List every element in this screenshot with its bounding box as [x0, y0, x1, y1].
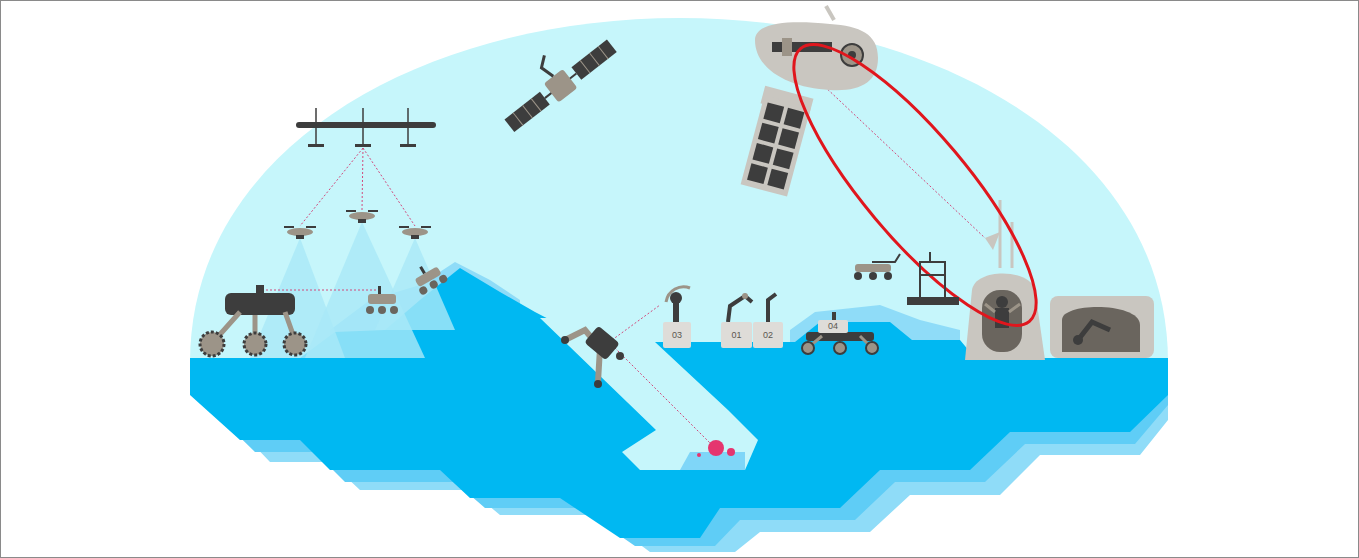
high-altitude-platform [296, 108, 436, 147]
climbing-robot [561, 326, 624, 388]
lab-module: 02 [753, 322, 783, 348]
lab-module: 03 [663, 322, 691, 348]
lab-module: 04 [818, 320, 848, 333]
module-number: 02 [763, 331, 773, 340]
scan-cone [375, 238, 455, 330]
station-frame [908, 252, 958, 304]
link-line [262, 84, 985, 445]
sample-rover [802, 312, 878, 354]
sky-dome [190, 18, 1168, 362]
climbing-rover [409, 258, 449, 296]
small-rover [366, 286, 398, 314]
lab-module: 01 [721, 322, 752, 348]
highlight-ellipse [761, 15, 1070, 355]
space-station [741, 5, 878, 197]
plateau-rover [854, 254, 900, 280]
sample-target [697, 440, 735, 457]
rover [200, 285, 306, 356]
chasm [540, 318, 758, 470]
lander [965, 200, 1154, 360]
lab-equipment [666, 287, 776, 322]
module-number: 01 [731, 331, 741, 340]
drone [284, 210, 431, 239]
module-number: 03 [672, 331, 682, 340]
satellite [488, 19, 619, 135]
module-number: 04 [828, 322, 838, 331]
